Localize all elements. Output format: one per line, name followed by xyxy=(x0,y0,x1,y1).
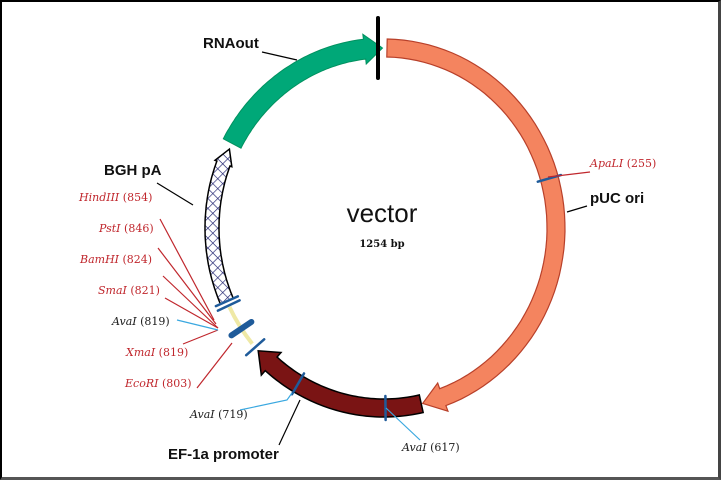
site-label-xmai: XmaI (819) xyxy=(125,346,188,359)
site-label-bamhi: BamHI (824) xyxy=(79,253,152,266)
tick-avai-819 xyxy=(228,318,255,339)
site-label-apali: ApaLI (255) xyxy=(589,157,656,170)
leader-smai xyxy=(164,297,219,329)
feature-arc-rnaout xyxy=(222,33,384,149)
tick-hindiii xyxy=(216,299,241,312)
tick-bgh-start xyxy=(214,295,240,308)
leader-ecori xyxy=(196,342,233,389)
feature-label-rnaout: RNAout xyxy=(203,35,259,52)
feature-label-ef1a: EF-1a promoter xyxy=(168,446,279,463)
tick-ecori xyxy=(244,338,266,357)
leader-avai-819 xyxy=(176,319,219,331)
site-label-avai-819: AvaI (819) xyxy=(111,315,170,328)
leader-ava-617 xyxy=(385,407,421,441)
site-label-avai-617: AvaI (617) xyxy=(401,441,460,454)
site-label-ecori: EcoRI (803) xyxy=(124,377,192,390)
feature-arc-ef1a-promoter xyxy=(257,349,425,418)
leader-lines xyxy=(156,51,591,446)
leader-ava-719 xyxy=(239,392,293,411)
leader-bgh xyxy=(156,182,194,206)
plasmid-name: vector xyxy=(347,198,418,228)
feature-label-bgh: BGH pA xyxy=(104,162,162,179)
site-label-hindiii: HindIII (854) xyxy=(78,191,152,204)
leader-psti xyxy=(157,247,217,325)
leader-puc xyxy=(566,205,588,213)
feature-arc-bgh-pa xyxy=(204,147,235,306)
linker-segment xyxy=(227,306,254,345)
tick-avai-719 xyxy=(290,372,306,396)
leader-rnaout xyxy=(261,51,298,61)
site-label-avai-719: AvaI (719) xyxy=(189,408,248,421)
leader-xmai xyxy=(182,329,219,345)
site-label-smai: SmaI (821) xyxy=(98,284,160,297)
feature-arc-puc-ori xyxy=(386,38,566,413)
leader-ef1a xyxy=(278,399,301,446)
leader-bamhi xyxy=(162,275,219,329)
site-label-psti: PstI (846) xyxy=(98,222,154,235)
plasmid-size: 1254 bp xyxy=(359,239,404,250)
feature-label-puc-ori: pUC ori xyxy=(590,190,644,207)
leader-apali xyxy=(547,171,591,178)
leader-hindiii xyxy=(159,218,215,321)
